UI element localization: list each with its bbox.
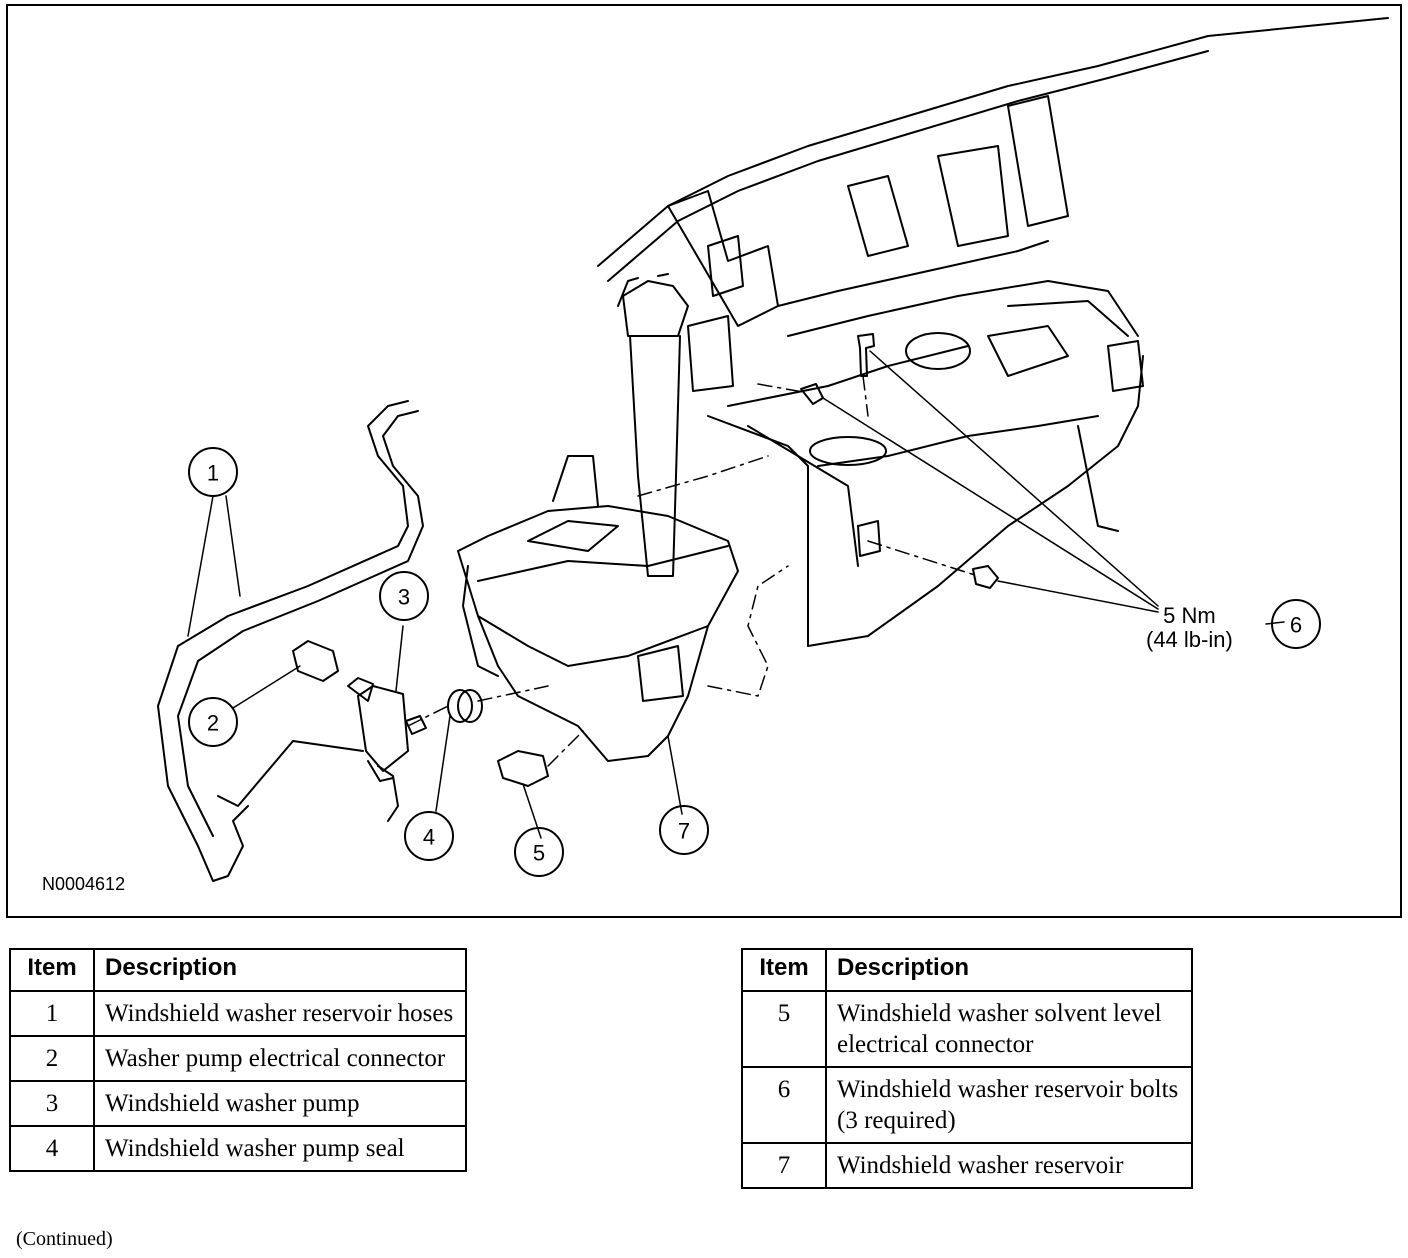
legend-table-right: Item Description 5 Windshield washer sol… xyxy=(741,948,1193,1189)
item-description: Windshield washer pump xyxy=(93,1080,467,1127)
column-header-item: Item xyxy=(741,948,827,992)
item-number: 6 xyxy=(741,1066,827,1144)
item-number: 5 xyxy=(741,990,827,1068)
item-description: Windshield washer reservoir xyxy=(825,1142,1193,1189)
item-description: Windshield washer reservoir hoses xyxy=(93,990,467,1037)
callout-label-1: 1 xyxy=(207,461,219,486)
item-description: Washer pump electrical connector xyxy=(93,1035,467,1082)
item-number: 1 xyxy=(9,990,95,1037)
column-header-description: Description xyxy=(825,948,1193,992)
callout-circles xyxy=(188,447,1321,877)
table-row: 7 Windshield washer reservoir xyxy=(741,1142,1193,1189)
torque-lbin: (44 lb-in) xyxy=(1146,627,1233,652)
torque-nm: 5 Nm xyxy=(1163,603,1216,628)
column-header-item: Item xyxy=(9,948,95,992)
seal-shape xyxy=(447,689,483,723)
table-row: 4 Windshield washer pump seal xyxy=(9,1125,467,1172)
fender-apron-structure xyxy=(597,17,1389,647)
figure-id: N0004612 xyxy=(42,874,126,894)
reservoir-shape xyxy=(457,273,739,762)
table-row: 2 Washer pump electrical connector xyxy=(9,1035,467,1082)
callout-circle-3 xyxy=(379,571,429,621)
callout-circle-1 xyxy=(188,447,238,497)
item-number: 3 xyxy=(9,1080,95,1127)
item-number: 4 xyxy=(9,1125,95,1172)
item-description: Windshield washer solvent level electric… xyxy=(825,990,1193,1068)
callout-circle-7 xyxy=(659,805,709,855)
exploded-diagram: 1 2 3 4 5 6 7 5 Nm (44 lb-in) N0004612 xyxy=(6,4,1402,918)
callout-circle-6 xyxy=(1271,599,1321,649)
column-header-description: Description xyxy=(93,948,467,992)
pump-shape xyxy=(347,677,427,782)
item-number: 7 xyxy=(741,1142,827,1189)
hoses-shape xyxy=(157,400,424,882)
callout-label-5: 5 xyxy=(533,841,545,866)
callout-label-3: 3 xyxy=(398,585,410,610)
diagram-drawing: 1 2 3 4 5 6 7 xyxy=(157,17,1389,882)
table-row: 3 Windshield washer pump xyxy=(9,1080,467,1127)
legend-table-left: Item Description 1 Windshield washer res… xyxy=(9,948,467,1172)
item-description: Windshield washer reservoir bolts (3 req… xyxy=(825,1066,1193,1144)
callout-circle-2 xyxy=(188,697,238,747)
connector-2-shape xyxy=(292,640,339,682)
table-row: 1 Windshield washer reservoir hoses xyxy=(9,990,467,1037)
item-number: 2 xyxy=(9,1035,95,1082)
bolt-shapes xyxy=(800,333,999,589)
connector-5-shape xyxy=(497,750,549,787)
callout-label-6: 6 xyxy=(1290,613,1302,638)
torque-spec: 5 Nm (44 lb-in) xyxy=(1146,604,1233,652)
callout-circle-5 xyxy=(514,827,564,877)
table-row: 5 Windshield washer solvent level electr… xyxy=(741,990,1193,1068)
callout-circle-4 xyxy=(404,811,454,861)
callout-label-2: 2 xyxy=(207,711,219,736)
callout-label-4: 4 xyxy=(423,825,435,850)
item-description: Windshield washer pump seal xyxy=(93,1125,467,1172)
callout-label-7: 7 xyxy=(678,819,690,844)
table-row: 6 Windshield washer reservoir bolts (3 r… xyxy=(741,1066,1193,1144)
continued-note: (Continued) xyxy=(16,1228,113,1250)
